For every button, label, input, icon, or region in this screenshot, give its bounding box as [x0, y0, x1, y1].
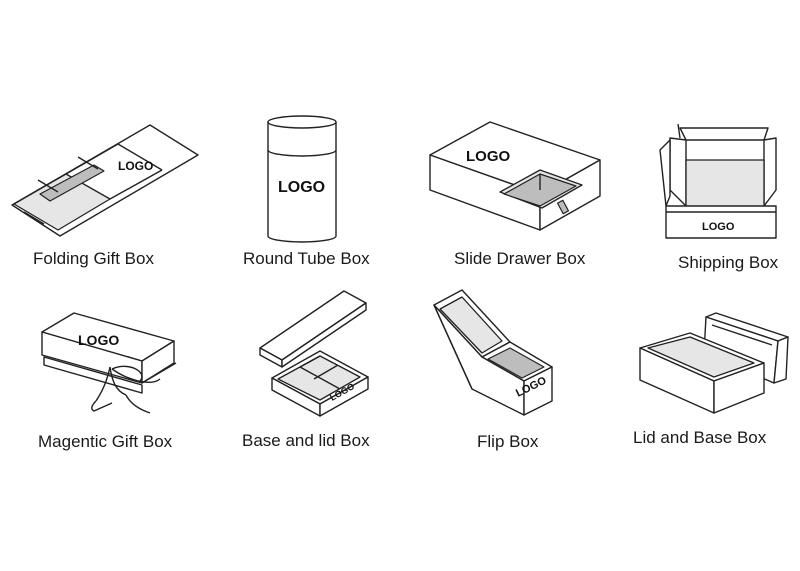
logo-text: LOGO [702, 221, 735, 233]
box-item-flip: LOGO Flip Box [400, 285, 600, 571]
folding-gift-box-icon: LOGO [11, 124, 199, 237]
shipping-box-icon: LOGO [659, 123, 777, 239]
box-label: Magentic Gift Box [38, 432, 173, 451]
slide-drawer-box-icon: LOGO [429, 121, 601, 231]
logo-text: LOGO [78, 332, 119, 348]
box-item-base-and-lid: LOGO Base and lid Box [200, 285, 400, 571]
base-and-lid-box-icon: LOGO [259, 290, 369, 417]
box-label: Slide Drawer Box [454, 249, 586, 268]
box-label: Shipping Box [678, 253, 779, 272]
magnetic-gift-box-icon: LOGO [41, 312, 177, 414]
logo-text: LOGO [118, 159, 153, 173]
logo-text: LOGO [466, 148, 510, 165]
box-label: Round Tube Box [243, 249, 370, 268]
box-item-slide-drawer: LOGO Slide Drawer Box [400, 0, 601, 285]
box-label: Base and lid Box [242, 431, 370, 450]
lid-and-base-box-icon [639, 312, 789, 414]
box-item-lid-and-base: Lid and Base Box [600, 285, 800, 571]
box-label: Flip Box [477, 432, 539, 451]
box-label: Folding Gift Box [33, 249, 154, 268]
flip-box-icon: LOGO [433, 289, 553, 416]
logo-text: LOGO [278, 179, 325, 196]
box-item-shipping: LOGO Shipping Box [600, 0, 800, 285]
box-item-magnetic-gift: LOGO Magentic Gift Box [0, 285, 200, 571]
box-label: Lid and Base Box [633, 428, 767, 447]
round-tube-box-icon: LOGO [267, 115, 337, 243]
box-item-round-tube: LOGO Round Tube Box [200, 0, 400, 285]
box-item-folding-gift: LOGO Folding Gift Box [0, 0, 200, 285]
